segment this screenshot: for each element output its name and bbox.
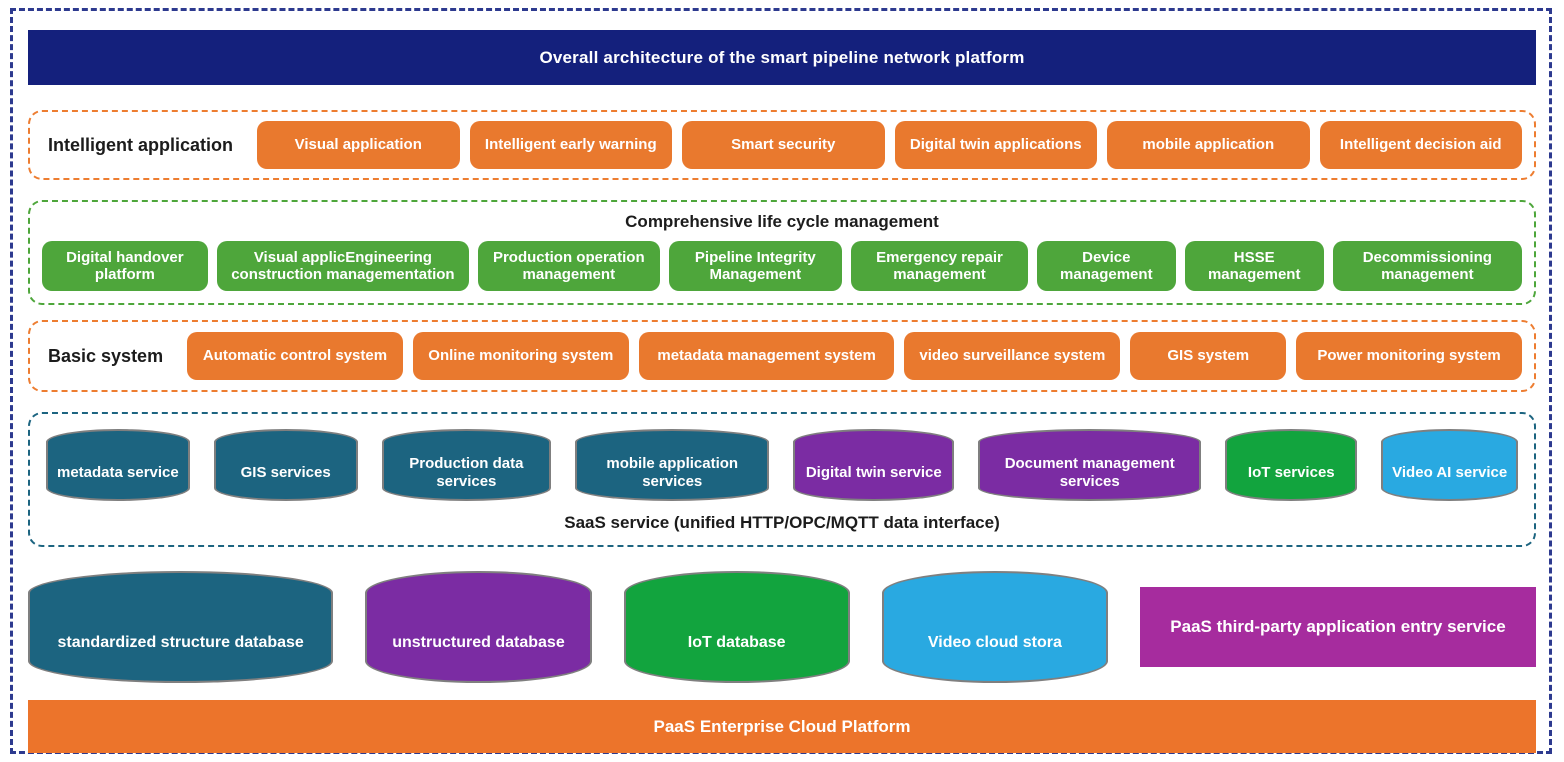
service-cylinder: Document management services	[978, 429, 1202, 501]
service-label: Production data services	[409, 455, 524, 490]
cylinder-body: Document management services	[978, 442, 1202, 501]
diagram-content: Overall architecture of the smart pipeli…	[28, 30, 1536, 753]
basic-system-box: Online monitoring system	[412, 332, 629, 380]
lifecycle-box: Visual applicEngineering construction ma…	[216, 241, 470, 291]
application-box: Intelligent early warning	[469, 121, 673, 169]
cylinder-body: standardized structure database	[28, 593, 334, 683]
lifecycle-title: Comprehensive life cycle management	[625, 212, 939, 231]
application-box: Digital twin applications	[894, 121, 1098, 169]
saas-services: metadata service GIS services Production…	[46, 429, 1518, 501]
application-box: Smart security	[682, 121, 885, 169]
database-cylinder: unstructured database	[365, 571, 592, 683]
lifecycle-box: Device management	[1036, 241, 1176, 291]
database-cylinder: IoT database	[623, 571, 850, 683]
service-cylinder: Production data services	[381, 429, 552, 501]
saas-caption: SaaS service (unified HTTP/OPC/MQTT data…	[564, 513, 1000, 532]
cylinder-body: Production data services	[381, 442, 552, 501]
service-label: Video AI service	[1392, 463, 1508, 481]
cylinder-body: GIS services	[213, 442, 358, 501]
basic-system-box: Automatic control system	[187, 332, 403, 380]
service-cylinder: IoT services	[1225, 429, 1358, 501]
saas-section: metadata service GIS services Production…	[28, 412, 1536, 547]
application-box: Intelligent decision aid	[1319, 121, 1523, 169]
cylinder-body: unstructured database	[365, 593, 592, 683]
diagram-title: Overall architecture of the smart pipeli…	[539, 47, 1025, 67]
intelligent-application-label: Intelligent application	[48, 134, 234, 155]
database-layer: standardized structure database unstruct…	[28, 571, 1536, 683]
cylinder-body: mobile application services	[575, 442, 770, 501]
lifecycle-box: Digital handover platform	[42, 241, 208, 291]
basic-system-box: metadata management system	[638, 332, 895, 380]
database-cylinder: standardized structure database	[28, 571, 334, 683]
database-label: standardized structure database	[57, 633, 304, 651]
service-label: metadata service	[57, 463, 179, 481]
lifecycle-box: HSSE management	[1184, 241, 1324, 291]
service-cylinder: Digital twin service	[793, 429, 955, 501]
basic-system-box: video surveillance system	[904, 332, 1121, 380]
lifecycle-box: Production operation management	[478, 241, 660, 291]
database-label: IoT database	[687, 633, 786, 651]
database-label: Video cloud stora	[927, 633, 1062, 651]
title-banner: Overall architecture of the smart pipeli…	[28, 30, 1536, 85]
lifecycle-section: Comprehensive life cycle management Digi…	[28, 200, 1536, 305]
basic-system-box: GIS system	[1130, 332, 1287, 380]
lifecycle-box: Emergency repair management	[851, 241, 1028, 291]
service-label: mobile application services	[606, 455, 739, 490]
service-cylinder: metadata service	[46, 429, 190, 501]
service-cylinder: Video AI service	[1381, 429, 1518, 501]
lifecycle-box: Pipeline Integrity Management	[668, 241, 843, 291]
application-box: Visual application	[257, 121, 460, 169]
service-label: GIS services	[240, 463, 331, 481]
service-label: Document management services	[1004, 455, 1175, 490]
paas-entry-label: PaaS third-party application entry servi…	[1170, 617, 1506, 636]
database-label: unstructured database	[392, 633, 565, 651]
service-cylinder: GIS services	[213, 429, 358, 501]
cylinder-body: Digital twin service	[793, 442, 955, 501]
service-cylinder: mobile application services	[575, 429, 770, 501]
application-box: mobile application	[1107, 121, 1310, 169]
service-label: Digital twin service	[805, 463, 942, 481]
cylinder-body: IoT services	[1225, 442, 1358, 501]
paas-platform-title: PaaS Enterprise Cloud Platform	[653, 716, 911, 736]
cylinder-body: IoT database	[623, 593, 850, 683]
cylinder-body: Video AI service	[1381, 442, 1518, 501]
service-label: IoT services	[1247, 463, 1335, 481]
basic-system-box: Power monitoring system	[1296, 332, 1522, 380]
paas-platform-banner: PaaS Enterprise Cloud Platform	[28, 700, 1536, 753]
intelligent-application-section: Intelligent application Visual applicati…	[28, 110, 1536, 180]
database-cylinder: Video cloud stora	[881, 571, 1108, 683]
lifecycle-box: Decommissioning management	[1332, 241, 1522, 291]
paas-entry-box: PaaS third-party application entry servi…	[1139, 587, 1536, 667]
cylinder-body: Video cloud stora	[881, 593, 1108, 683]
basic-system-label: Basic system	[48, 345, 164, 366]
cylinder-body: metadata service	[46, 442, 190, 501]
